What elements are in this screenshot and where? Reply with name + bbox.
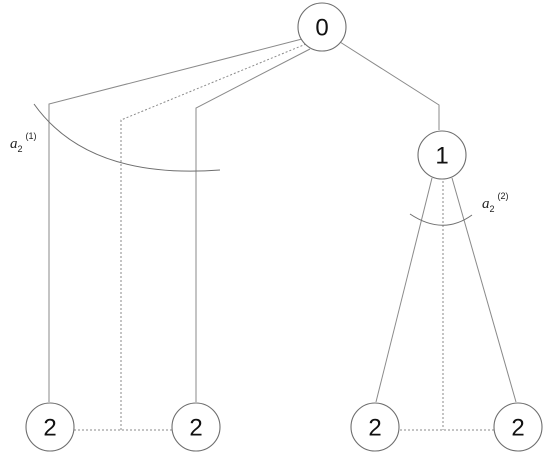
edge-root-leaf-b xyxy=(195,48,311,402)
edge-node-1-leaf-d xyxy=(451,177,517,403)
node-2-c-label: 2 xyxy=(368,415,381,442)
node-2-c: 2 xyxy=(350,402,400,452)
edge-root-dotted-branch xyxy=(120,43,307,430)
label-a2-2: a2(2) xyxy=(482,191,509,214)
arc-left-branch-group xyxy=(33,103,221,172)
edge-root-node-1 xyxy=(339,41,440,130)
label-a2-1: a2(1) xyxy=(10,131,37,154)
node-2-d: 2 xyxy=(493,402,543,452)
arc-right-branch-group xyxy=(409,213,473,226)
node-2-a-label: 2 xyxy=(43,415,56,442)
node-2-b-label: 2 xyxy=(189,415,202,442)
node-1: 1 xyxy=(417,130,467,180)
edges xyxy=(48,38,517,431)
node-2-a: 2 xyxy=(25,402,75,452)
node-2-b: 2 xyxy=(171,402,221,452)
edge-node-1-leaf-c xyxy=(375,177,433,403)
edge-root-leaf-a xyxy=(48,38,303,402)
node-0-label: 0 xyxy=(315,15,328,42)
node-0: 0 xyxy=(297,2,347,52)
node-2-d-label: 2 xyxy=(511,415,524,442)
node-1-label: 1 xyxy=(435,143,448,170)
